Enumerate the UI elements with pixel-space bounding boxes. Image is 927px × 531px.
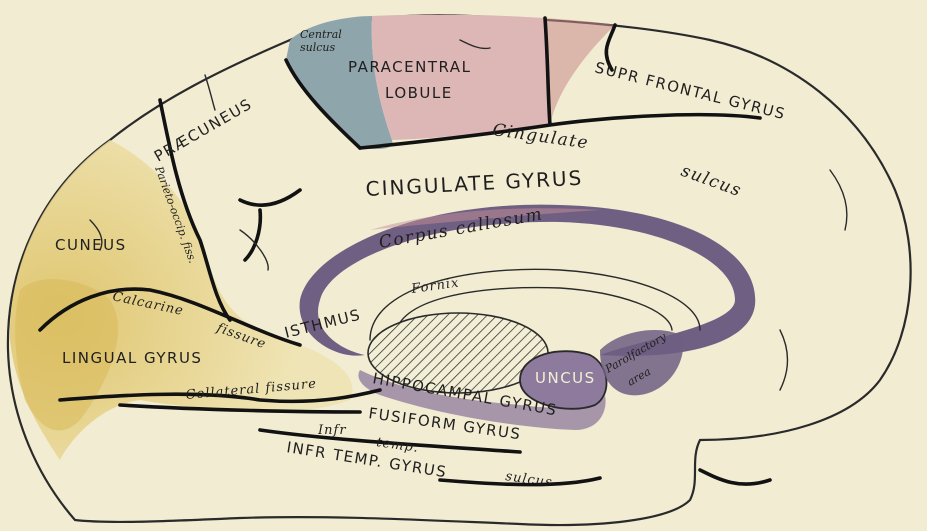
label-central-sulcus-2: sulcus bbox=[300, 41, 335, 54]
label-fornix: Fornix bbox=[409, 275, 460, 297]
label-sulcus-bottom: sulcus bbox=[504, 469, 553, 490]
label-cingulate-sulcus-2: sulcus bbox=[678, 161, 744, 201]
minor-sulcus-1 bbox=[240, 190, 300, 205]
minor-sulcus-3 bbox=[700, 470, 770, 484]
label-central-sulcus-1: Central bbox=[300, 28, 342, 41]
label-infr-temp-1: Infr bbox=[317, 423, 347, 438]
thin-line-4 bbox=[830, 170, 847, 230]
label-cingulate-gyrus: CINGULATE GYRUS bbox=[365, 166, 584, 201]
label-cuneus: CUNEUS bbox=[55, 236, 127, 254]
label-lingual-gyrus: LINGUAL GYRUS bbox=[62, 349, 202, 367]
label-uncus: UNCUS bbox=[535, 369, 596, 387]
label-paracentral-1: PARACENTRAL bbox=[348, 58, 471, 76]
thin-line-6 bbox=[780, 330, 788, 390]
paracentral-region bbox=[372, 15, 550, 140]
thin-line-1 bbox=[205, 75, 215, 110]
label-paracentral-2: LOBULE bbox=[385, 84, 453, 102]
